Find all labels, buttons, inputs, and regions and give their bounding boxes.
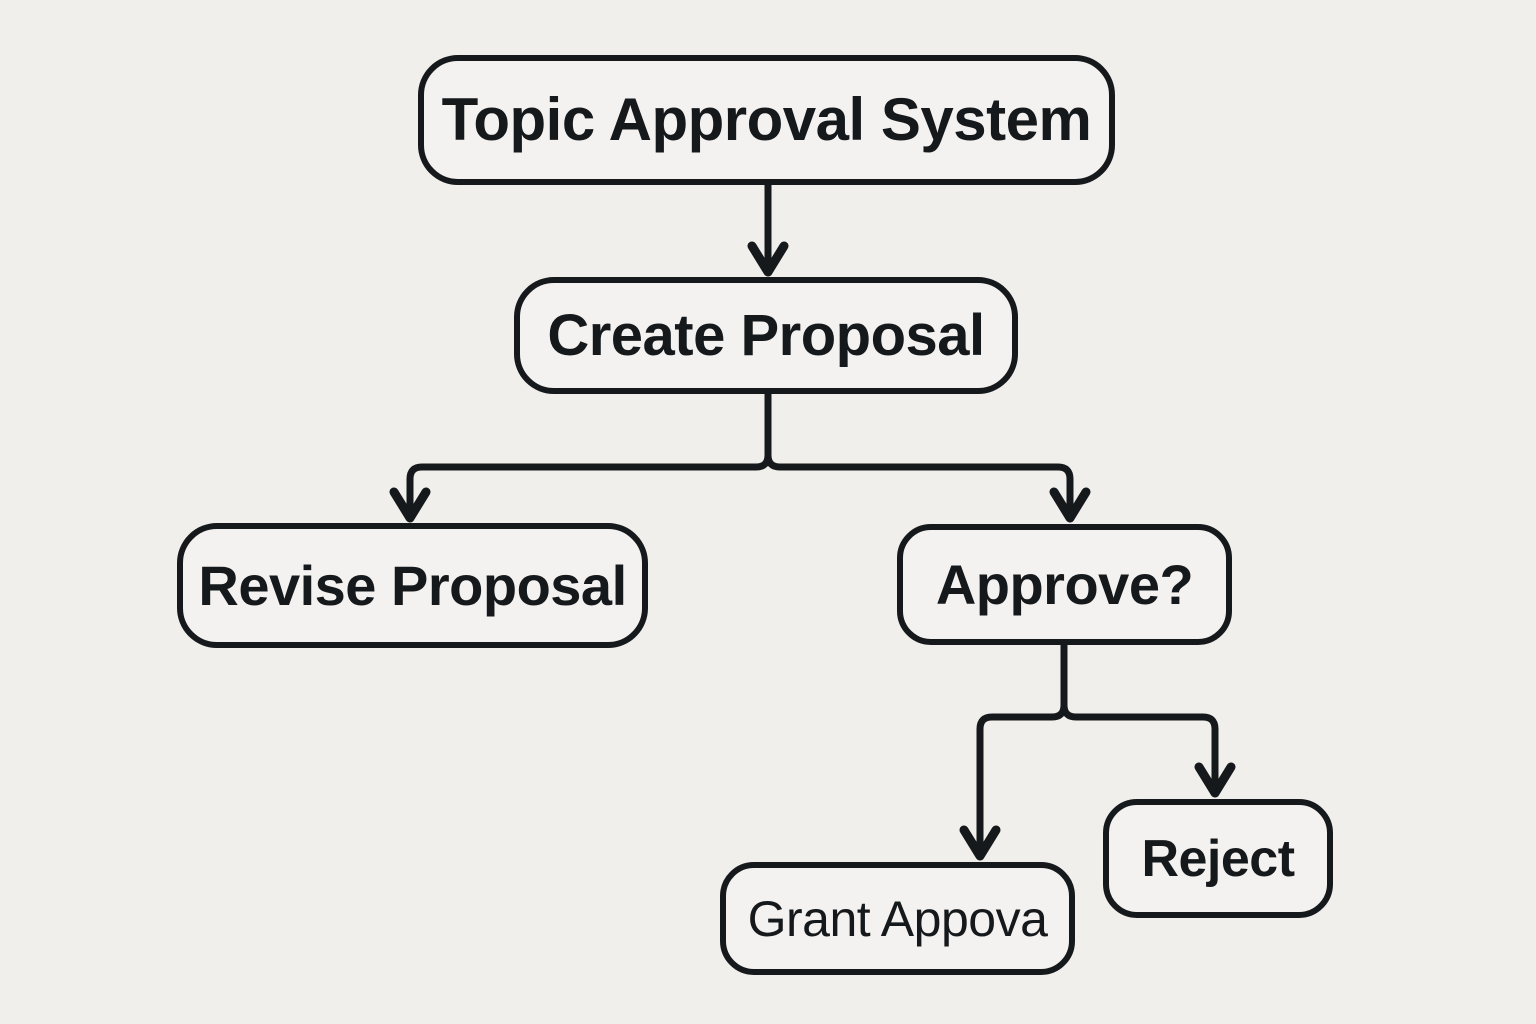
node-reject[interactable]: Reject xyxy=(1103,799,1333,918)
arrowhead-approve xyxy=(1049,487,1091,523)
node-topic-approval-system[interactable]: Topic Approval System xyxy=(418,55,1115,185)
node-create-proposal[interactable]: Create Proposal xyxy=(514,277,1018,394)
node-label: Reject xyxy=(1141,829,1295,888)
node-label: Revise Proposal xyxy=(198,553,627,617)
node-label: Create Proposal xyxy=(547,302,985,368)
node-label: Topic Approval System xyxy=(441,86,1092,153)
edge-create-to-approve xyxy=(764,454,1074,514)
edge-create-to-revise xyxy=(406,454,772,514)
arrowhead-revise xyxy=(389,487,431,523)
arrowhead-grant xyxy=(959,825,1001,861)
node-grant-approval[interactable]: Grant Appova xyxy=(720,862,1075,975)
arrowhead-create xyxy=(747,241,789,277)
node-label: Approve? xyxy=(935,552,1194,616)
edge-approve-to-grant xyxy=(976,704,1068,852)
edge-approve-to-reject xyxy=(1060,704,1219,789)
node-revise-proposal[interactable]: Revise Proposal xyxy=(177,523,648,648)
node-label: Grant Appova xyxy=(747,890,1048,947)
arrowhead-reject xyxy=(1194,762,1236,798)
node-approve-decision[interactable]: Approve? xyxy=(897,524,1232,645)
